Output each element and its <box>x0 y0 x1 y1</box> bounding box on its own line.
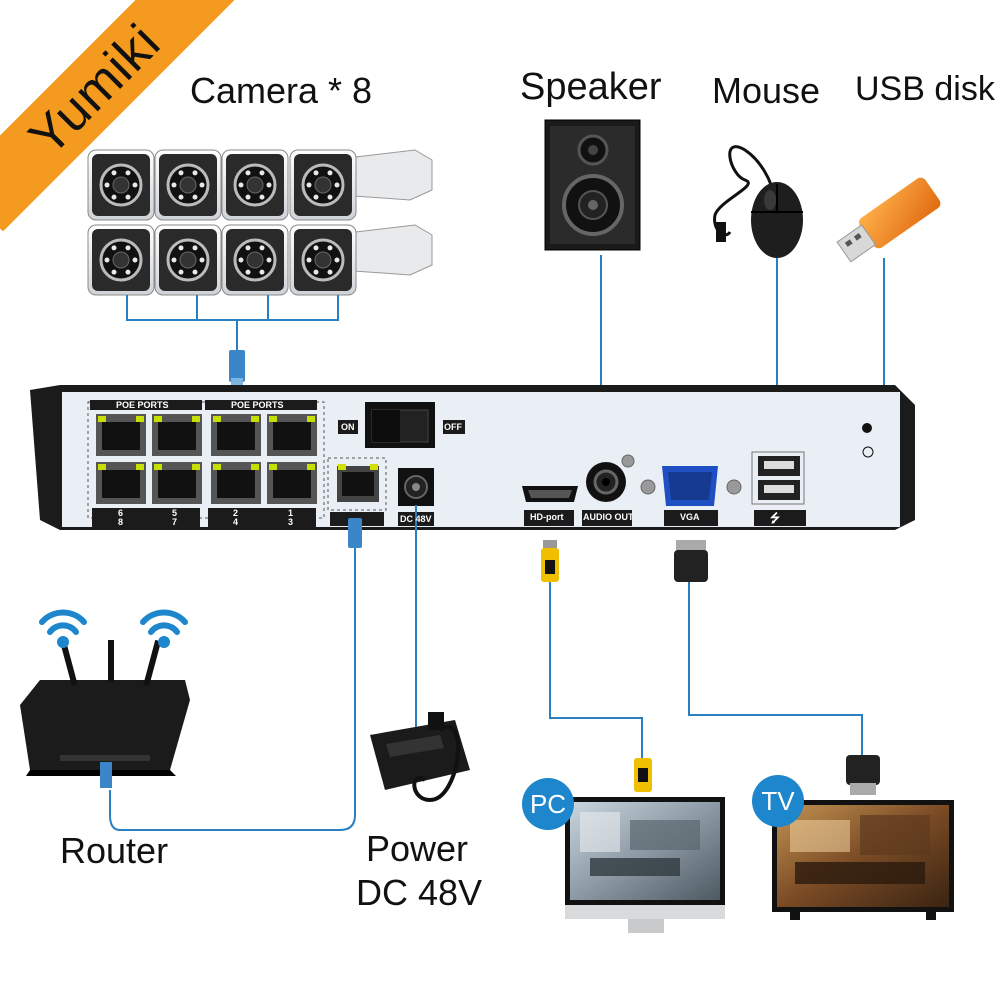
pc-monitor-icon <box>565 797 725 933</box>
poe-port-icon <box>152 414 202 456</box>
vga-label: VGA <box>680 512 700 522</box>
audio-out-port-icon <box>582 462 632 526</box>
router-label: Router <box>60 830 169 871</box>
router-icon <box>20 639 190 788</box>
port-number: 2 <box>233 508 239 518</box>
power-adapter-icon <box>370 712 470 803</box>
screw-icon <box>621 454 742 495</box>
camera-icon <box>87 149 155 221</box>
usb-disk-label: USB disk <box>855 70 995 108</box>
vga-cable <box>674 540 880 795</box>
camera-cables <box>126 295 339 352</box>
power-label: Power <box>366 828 469 869</box>
port-number: 1 <box>288 508 294 518</box>
speaker-label: Speaker <box>520 66 662 108</box>
usb-symbol-label: ⭍ <box>770 511 780 525</box>
rj45-plug-icon <box>229 350 245 388</box>
mouse-label: Mouse <box>712 70 821 111</box>
port-number: 8 <box>118 517 124 527</box>
wifi-icon <box>39 609 188 648</box>
camera-icon <box>154 224 222 296</box>
camera-icon <box>87 224 155 296</box>
camera-group <box>87 149 433 296</box>
poe-port-icon <box>267 462 317 504</box>
speaker-icon <box>544 119 641 251</box>
poe-port-icon <box>152 462 202 504</box>
ground-icon <box>862 446 874 458</box>
pc-badge: PC <box>522 778 574 830</box>
port-number: 7 <box>172 517 178 527</box>
mouse-icon <box>713 145 803 258</box>
lan-port-icon <box>327 457 387 526</box>
tv-icon <box>772 800 954 920</box>
lan-plug-icon <box>348 518 362 548</box>
poe-ports <box>96 414 317 504</box>
camera-icon <box>221 149 289 221</box>
poe-port-icon <box>267 414 317 456</box>
switch-off-label: OFF <box>444 422 462 432</box>
usb-ports-icon <box>751 451 806 526</box>
poe-ports-label-right: POE PORTS <box>231 400 284 410</box>
hdmi-cable <box>541 540 652 792</box>
port-number: 3 <box>288 517 294 527</box>
router-cable <box>109 520 356 831</box>
hdmi-label: HD-port <box>530 512 564 522</box>
power-switch-icon <box>338 402 465 448</box>
tv-badge: TV <box>752 775 804 827</box>
camera-icon <box>221 224 289 296</box>
usb-disk-icon <box>836 177 941 263</box>
dc-label: DC 48V <box>400 514 432 524</box>
vga-port-icon <box>662 466 718 526</box>
hdmi-port-icon <box>522 486 578 526</box>
port-number: 6 <box>118 508 124 518</box>
cameras-label: Camera * 8 <box>190 70 373 111</box>
poe-port-icon <box>96 462 146 504</box>
port-number: 4 <box>233 517 239 527</box>
camera-icon <box>154 149 222 221</box>
port-number-bar <box>208 508 316 528</box>
camera-icon <box>289 149 357 221</box>
switch-on-label: ON <box>341 422 355 432</box>
poe-port-icon <box>96 414 146 456</box>
poe-port-icon <box>211 462 261 504</box>
camera-icon <box>289 224 357 296</box>
reset-hole-icon <box>862 423 872 433</box>
power-voltage-label: DC 48V <box>356 872 483 913</box>
port-number: 5 <box>172 508 178 518</box>
port-number-bar <box>92 508 200 528</box>
poe-port-icon <box>211 414 261 456</box>
poe-ports-label-left: POE PORTS <box>116 400 169 410</box>
audio-out-label: AUDIO OUT <box>583 512 634 522</box>
